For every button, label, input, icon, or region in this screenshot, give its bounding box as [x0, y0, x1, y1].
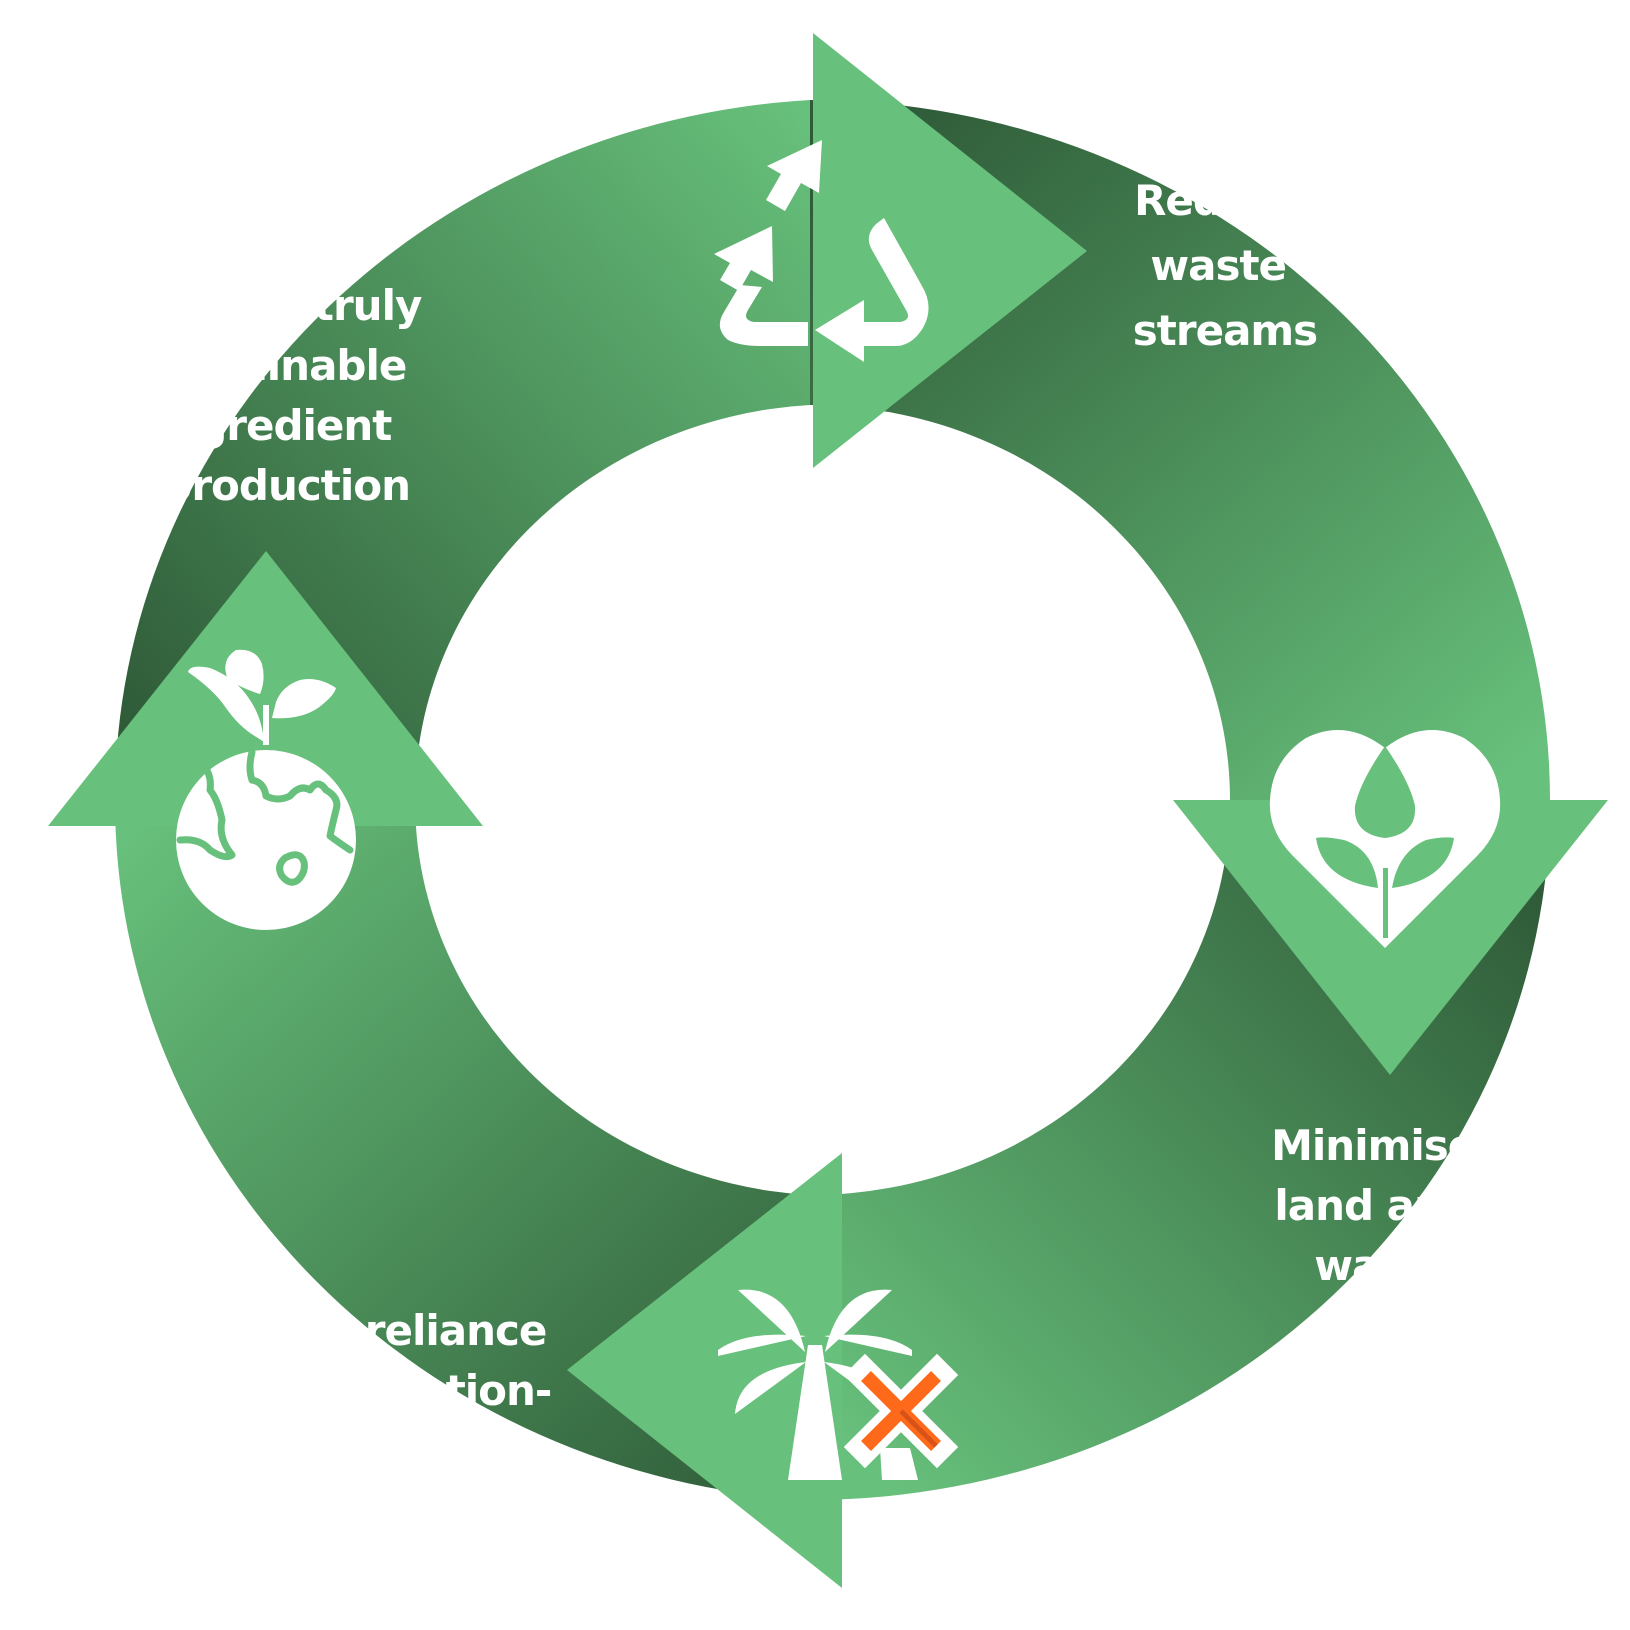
label-reduce-line-2: waste — [1150, 241, 1286, 290]
arrows — [48, 33, 1608, 1588]
label-sustainable-line-4: production — [162, 461, 410, 510]
label-sustainable-line-2: sustainable — [143, 341, 406, 390]
label-reduce-line-1: Reduce — [1134, 176, 1302, 225]
label-minimise-line-1: Minimise — [1271, 1121, 1475, 1170]
label-minimise-line-2: land and — [1274, 1181, 1472, 1230]
step-labels: Reduce waste streams Minimise land and w… — [143, 176, 1489, 1475]
label-reduce-line-3: streams — [1133, 306, 1317, 355]
heart-drop-sprout-icon — [1269, 730, 1501, 948]
label-sustainable-production: For truly sustainable ingredient product… — [143, 281, 435, 510]
label-reliance-line-1: Reduce reliance — [183, 1306, 546, 1355]
earth-sprout-icon — [176, 649, 356, 930]
label-sustainable-line-1: For truly — [227, 281, 422, 330]
arrow-left-up — [48, 551, 483, 826]
label-reliance-line-3: based — [363, 1426, 500, 1475]
label-sustainable-line-3: ingredient — [155, 401, 392, 450]
label-minimise-line-3: water — [1314, 1241, 1447, 1290]
label-minimise-land-water: Minimise land and water — [1271, 1121, 1489, 1290]
label-reduce-reliance: Reduce reliance on plantation- based — [183, 1306, 565, 1475]
cross-icon — [843, 1353, 959, 1469]
label-reduce-waste: Reduce waste streams — [1133, 176, 1317, 355]
arrow-top-right — [813, 33, 1087, 468]
arrow-bottom-left — [567, 1153, 842, 1588]
label-reliance-line-2: on plantation- — [230, 1366, 551, 1415]
recycle-icon — [714, 140, 929, 362]
palm-tree-cross-icon — [718, 1289, 959, 1480]
